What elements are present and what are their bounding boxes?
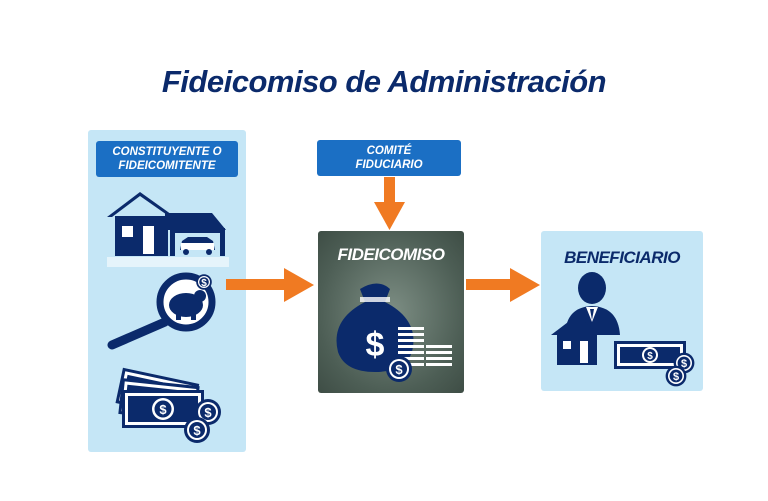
dollar-sign: $	[201, 278, 207, 289]
house-icon	[551, 316, 602, 365]
constituyente-label: CONSTITUYENTE O FIDEICOMITENTE	[96, 141, 238, 177]
house-car-icon	[107, 192, 229, 267]
dollar-sign: $	[159, 402, 167, 417]
comite-fiduciario-label: COMITÉ FIDUCIARIO	[317, 140, 461, 176]
dollar-sign: $	[204, 405, 212, 420]
dollar-sign: $	[681, 358, 687, 370]
dollar-sign: $	[647, 351, 653, 362]
dollar-sign: $	[366, 326, 385, 364]
dollar-sign: $	[395, 362, 403, 377]
arrow-down-icon	[374, 177, 405, 230]
diagram-title: Fideicomiso de Administración	[161, 64, 607, 99]
arrow-right-icon	[226, 268, 314, 302]
comite-label-line2: FIDUCIARIO	[355, 159, 423, 171]
banknotes-coins-icon: $ $ $	[614, 341, 695, 387]
constituyente-label-line1: CONSTITUYENTE O	[112, 146, 222, 158]
fideicomiso-title: FIDEICOMISO	[337, 245, 445, 264]
arrow-right-icon	[466, 268, 540, 302]
dollar-sign: $	[673, 371, 679, 383]
piggy-bank-magnifier-icon: $	[107, 272, 216, 350]
money-bag-icon: $ $	[336, 283, 452, 382]
beneficiario-title: BENEFICIARIO	[564, 248, 680, 267]
banknotes-coins-icon: $ $ $	[115, 367, 221, 443]
dollar-sign: $	[193, 423, 201, 438]
comite-label-line1: COMITÉ	[366, 145, 412, 157]
constituyente-label-line2: FIDEICOMITENTE	[118, 160, 216, 172]
